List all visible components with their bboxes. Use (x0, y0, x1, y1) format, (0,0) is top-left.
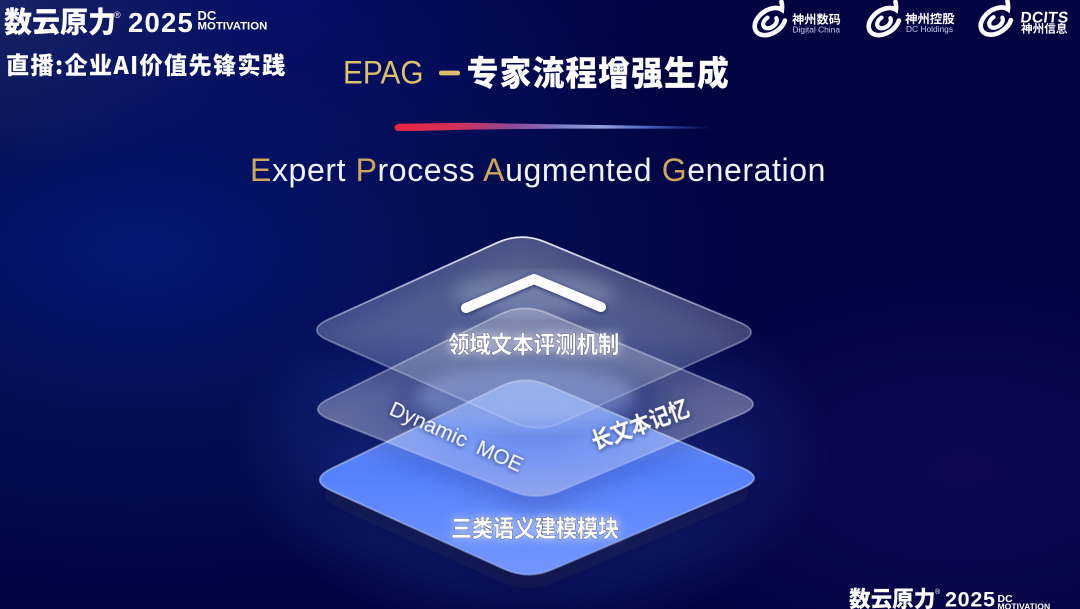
svg-text:MOTIVATION: MOTIVATION (198, 21, 268, 33)
svg-text:2025: 2025 (128, 7, 194, 38)
svg-text:Digital China: Digital China (793, 24, 841, 34)
svg-text:DC Holdings: DC Holdings (906, 24, 953, 34)
svg-text:®: ® (114, 10, 121, 20)
svg-text:EPAG: EPAG (343, 54, 423, 90)
svg-text:MOTIVATION: MOTIVATION (998, 602, 1051, 609)
svg-text:DC: DC (198, 8, 217, 23)
svg-text:Expert Process Augmented Gener: Expert Process Augmented Generation (250, 152, 826, 188)
svg-text:DC: DC (998, 593, 1014, 605)
svg-text:®: ® (935, 588, 941, 596)
svg-text:DCITS: DCITS (1020, 10, 1070, 27)
svg-text:2025: 2025 (945, 588, 996, 609)
